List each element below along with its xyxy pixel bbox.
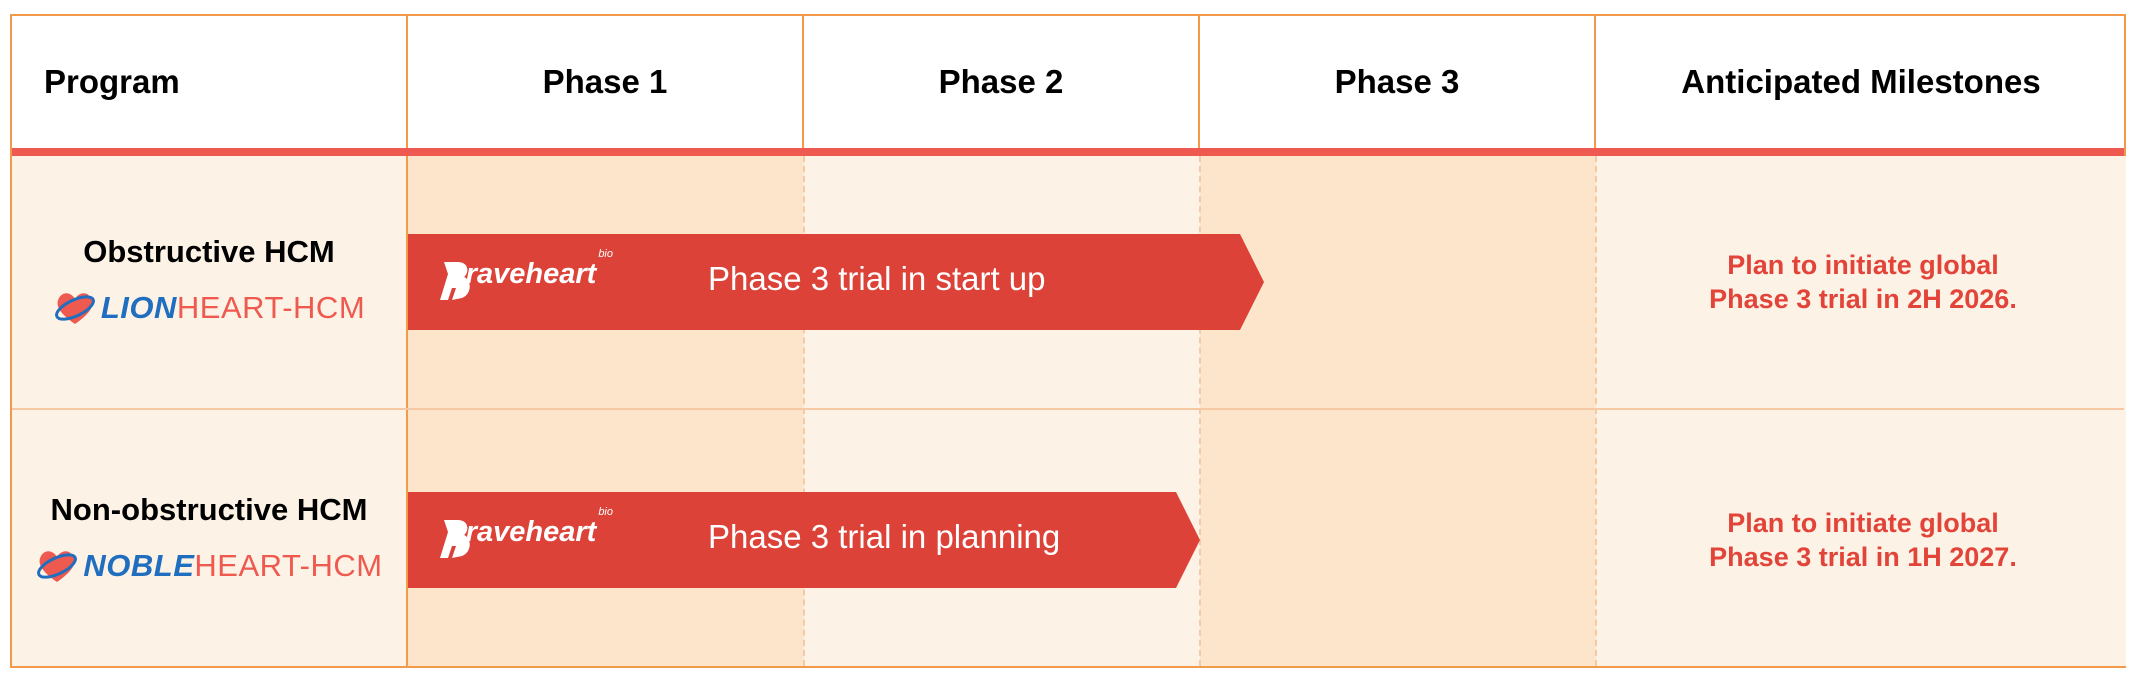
table-header: Program Phase 1 Phase 2 Phase 3 Anticipa… bbox=[12, 16, 2124, 148]
braveheart-logo: braveheartbio bbox=[438, 248, 613, 300]
pipeline-table: Program Phase 1 Phase 2 Phase 3 Anticipa… bbox=[10, 14, 2126, 668]
milestone-cell: Plan to initiate global Phase 3 trial in… bbox=[1600, 506, 2126, 574]
milestone-line1: Plan to initiate global bbox=[1727, 508, 1999, 538]
milestones-column bbox=[1596, 156, 2126, 666]
column-divider bbox=[1199, 156, 1201, 666]
sponsor-name: braveheart bbox=[448, 516, 597, 548]
header-program: Program bbox=[44, 63, 180, 100]
header-phase2: Phase 2 bbox=[938, 63, 1064, 100]
header-accent-bar bbox=[12, 148, 2124, 156]
row-divider bbox=[12, 408, 2124, 410]
sponsor-suffix: bio bbox=[598, 248, 613, 260]
phase3-column bbox=[1200, 156, 1596, 666]
column-divider bbox=[803, 156, 805, 666]
milestone-line2: Phase 3 trial in 1H 2027. bbox=[1709, 542, 2017, 572]
header-phase3: Phase 3 bbox=[1334, 63, 1460, 100]
status-label: Phase 3 trial in planning bbox=[708, 518, 1061, 555]
phase1-column bbox=[408, 156, 804, 666]
header-phase1: Phase 1 bbox=[542, 63, 668, 100]
header-divider bbox=[1594, 16, 1596, 148]
trial-name-part1: NOBLE bbox=[83, 548, 195, 583]
braveheart-b-icon bbox=[440, 520, 470, 558]
heart-icon bbox=[37, 551, 78, 582]
program-column bbox=[12, 156, 406, 666]
phase2-column bbox=[804, 156, 1200, 666]
heart-icon bbox=[54, 293, 95, 324]
column-divider bbox=[406, 156, 408, 666]
header-divider bbox=[406, 16, 408, 148]
arrow-shape bbox=[408, 234, 1264, 330]
header-milestones: Anticipated Milestones bbox=[1681, 63, 2041, 100]
trial-name-part2: HEART-HCM bbox=[194, 548, 383, 583]
arrow-shape bbox=[408, 492, 1200, 588]
trial-name-part1: LION bbox=[100, 290, 177, 325]
sponsor-name: braveheart bbox=[448, 258, 597, 290]
header-divider bbox=[802, 16, 804, 148]
milestone-line1: Plan to initiate global bbox=[1727, 250, 1999, 280]
status-label: Phase 3 trial in start up bbox=[708, 260, 1046, 297]
braveheart-logo: braveheartbio bbox=[438, 506, 613, 558]
program-name: Non-obstructive HCM bbox=[50, 492, 368, 527]
sponsor-suffix: bio bbox=[598, 506, 613, 518]
braveheart-b-icon bbox=[440, 262, 470, 300]
milestone-line2: Phase 3 trial in 2H 2026. bbox=[1709, 284, 2017, 314]
program-name: Obstructive HCM bbox=[83, 234, 335, 269]
header-divider bbox=[1198, 16, 1200, 148]
trial-name-part2: HEART-HCM bbox=[176, 290, 366, 325]
milestone-cell: Plan to initiate global Phase 3 trial in… bbox=[1600, 248, 2126, 316]
column-divider bbox=[1595, 156, 1597, 666]
